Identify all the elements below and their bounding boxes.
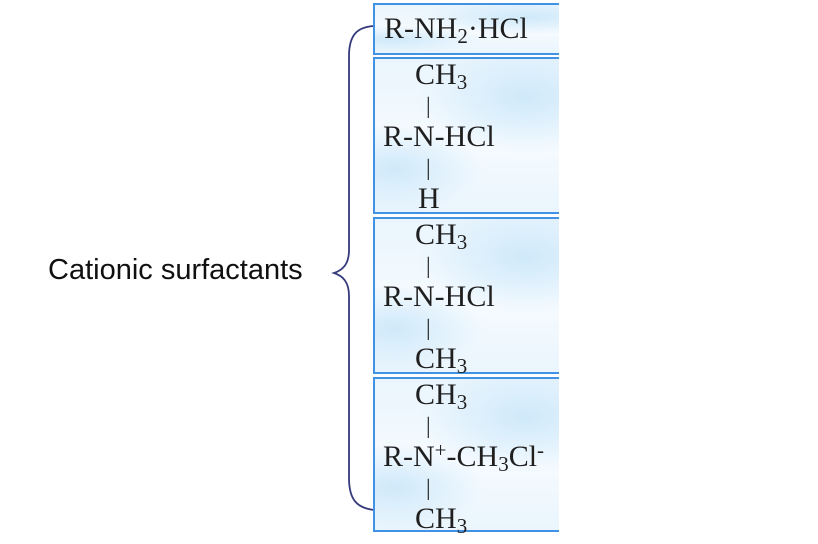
formula-box-secondary-amine-salt: CH3 | R-N-HCl | H — [373, 57, 559, 214]
formula-line: CH3 — [415, 342, 468, 378]
formula-box-primary-amine-salt: R-NH2·HCl — [373, 3, 559, 55]
formula-box-quaternary-ammonium-salt: CH3 | R-N+-CH3Cl- | CH3 — [373, 377, 559, 538]
bond-line: | — [426, 253, 431, 278]
formula-line: R-N+-CH3Cl- — [383, 438, 545, 476]
formula-line: CH3 — [415, 218, 468, 254]
bond-line: | — [426, 93, 431, 118]
formula-line: CH3 — [415, 502, 468, 538]
formula-line: R-N-HCl — [383, 120, 495, 153]
formula-line: R-NH2·HCl — [384, 12, 528, 48]
formula-line: CH3 — [415, 58, 468, 94]
formula-line: CH3 — [415, 378, 468, 414]
formula-line: H — [418, 182, 440, 215]
curly-brace-icon — [330, 20, 376, 514]
bond-line: | — [426, 475, 431, 500]
bond-line: | — [426, 315, 431, 340]
formula-box-tertiary-amine-salt: CH3 | R-N-HCl | CH3 — [373, 217, 559, 378]
bond-line: | — [426, 413, 431, 438]
bond-line: | — [426, 155, 431, 180]
formula-box-group: R-NH2·HCl CH3 | R-N-HCl | H CH3 | R-N-HC… — [373, 0, 559, 544]
formula-line: R-N-HCl — [383, 280, 495, 313]
category-label: Cationic surfactants — [48, 254, 303, 286]
